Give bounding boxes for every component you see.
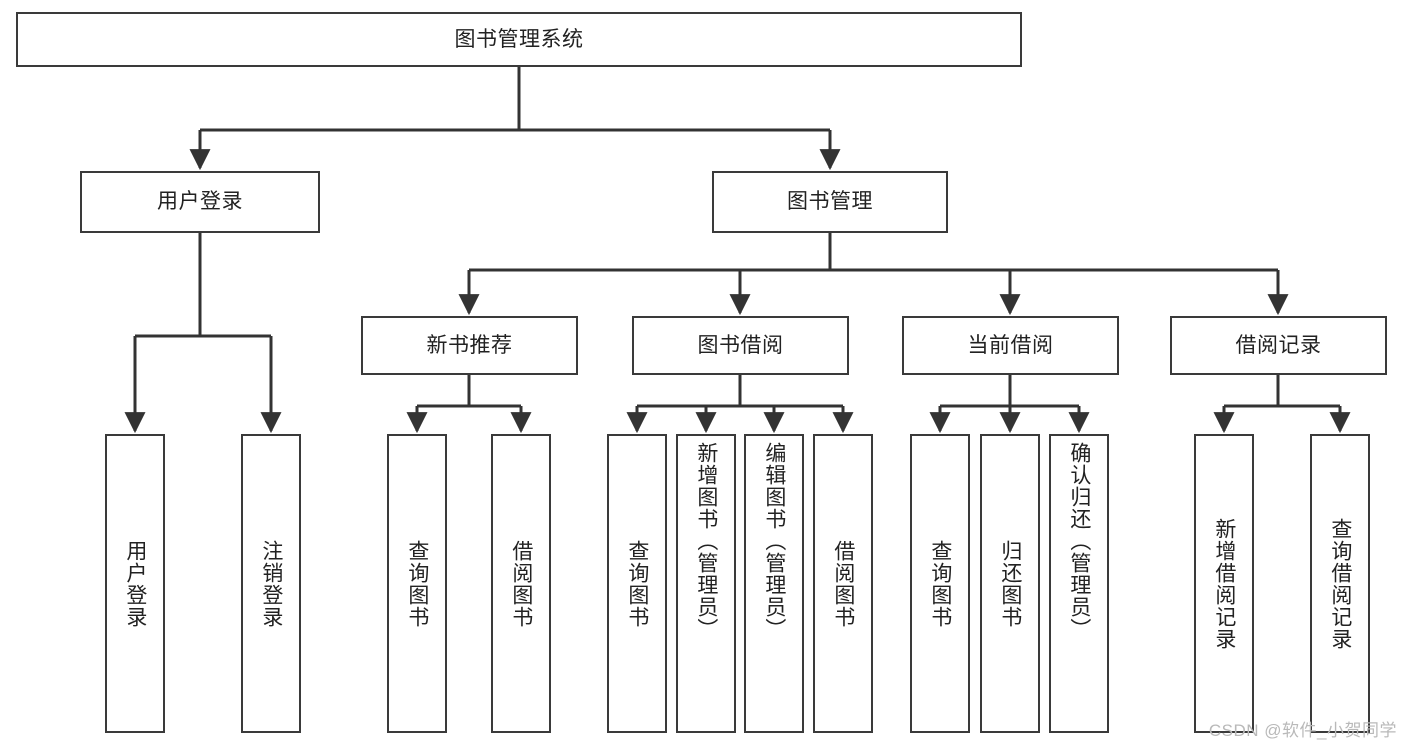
- node-leaf-book-borrow-add[interactable]: 新增图书（管理员）: [676, 434, 736, 733]
- node-borrow-record[interactable]: 借阅记录: [1170, 316, 1387, 375]
- node-current-borrow[interactable]: 当前借阅: [902, 316, 1119, 375]
- node-leaf-current-borrow-return[interactable]: 归还图书: [980, 434, 1040, 733]
- node-leaf-borrow-record-add[interactable]: 新增借阅记录: [1194, 434, 1254, 733]
- node-book-borrow[interactable]: 图书借阅: [632, 316, 849, 375]
- node-leaf-borrow-record-query[interactable]: 查询借阅记录: [1310, 434, 1370, 733]
- node-leaf-label: 注销登录: [259, 539, 283, 628]
- node-leaf-label: 新增图书（管理员）: [694, 442, 718, 640]
- node-leaf-label: 用户登录: [123, 539, 147, 628]
- node-leaf-label: 确认归还（管理员）: [1067, 442, 1091, 640]
- node-leaf-new-book-borrow[interactable]: 借阅图书: [491, 434, 551, 733]
- node-leaf-book-borrow-edit[interactable]: 编辑图书（管理员）: [744, 434, 804, 733]
- node-leaf-label: 查询图书: [928, 539, 952, 628]
- node-leaf-user-login-logout[interactable]: 注销登录: [241, 434, 301, 733]
- node-current-borrow-label: 当前借阅: [967, 333, 1054, 357]
- node-leaf-label: 新增借阅记录: [1212, 517, 1236, 650]
- node-leaf-book-borrow-borrow[interactable]: 借阅图书: [813, 434, 873, 733]
- node-leaf-new-book-query[interactable]: 查询图书: [387, 434, 447, 733]
- node-leaf-label: 查询借阅记录: [1328, 517, 1352, 650]
- node-book-borrow-label: 图书借阅: [697, 333, 784, 357]
- node-leaf-label: 查询图书: [405, 539, 429, 628]
- node-book-manage[interactable]: 图书管理: [712, 171, 948, 233]
- node-book-manage-label: 图书管理: [787, 190, 873, 214]
- node-leaf-book-borrow-query[interactable]: 查询图书: [607, 434, 667, 733]
- node-leaf-label: 借阅图书: [831, 539, 855, 628]
- node-borrow-record-label: 借阅记录: [1235, 333, 1322, 357]
- node-root-system-label: 图书管理系统: [454, 27, 584, 51]
- node-root-system[interactable]: 图书管理系统: [16, 12, 1022, 67]
- node-leaf-label: 查询图书: [625, 539, 649, 628]
- node-leaf-label: 编辑图书（管理员）: [762, 442, 786, 640]
- node-user-login[interactable]: 用户登录: [80, 171, 320, 233]
- node-leaf-current-borrow-query[interactable]: 查询图书: [910, 434, 970, 733]
- node-new-book-recommend-label: 新书推荐: [426, 333, 513, 357]
- node-leaf-current-borrow-confirm[interactable]: 确认归还（管理员）: [1049, 434, 1109, 733]
- node-leaf-user-login-login[interactable]: 用户登录: [105, 434, 165, 733]
- node-leaf-label: 借阅图书: [509, 539, 533, 628]
- watermark: CSDN @软件_小贺同学: [1208, 721, 1397, 740]
- node-leaf-label: 归还图书: [998, 539, 1022, 628]
- node-user-login-label: 用户登录: [157, 190, 243, 214]
- node-new-book-recommend[interactable]: 新书推荐: [361, 316, 578, 375]
